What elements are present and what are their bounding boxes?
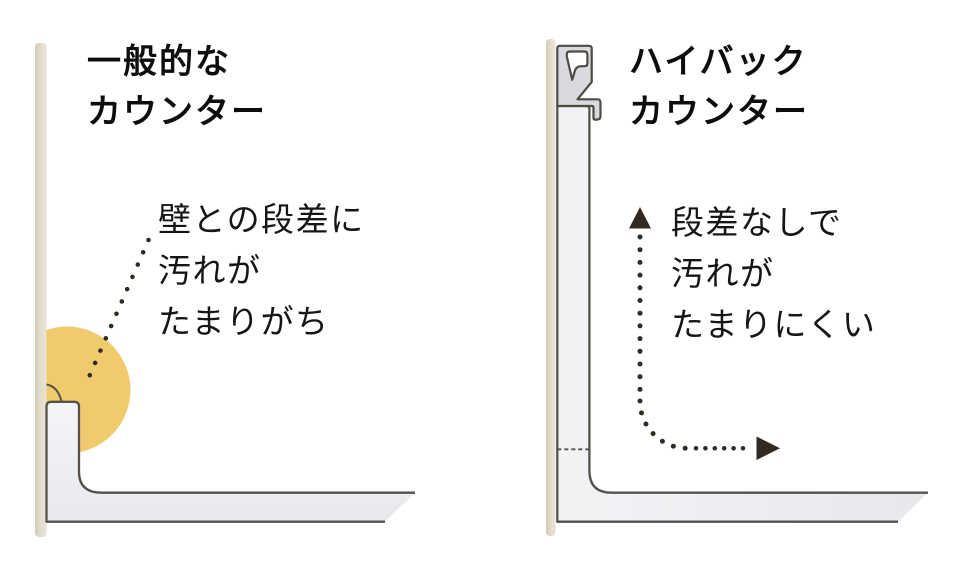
highback-top-rail-profile <box>556 44 602 121</box>
typical-counter-title: 一般的な カウンター <box>87 37 267 137</box>
highback-counter-figure <box>546 39 928 536</box>
title-line: カウンター <box>87 93 267 131</box>
typical-counter-figure <box>35 43 415 537</box>
note-line: 汚れが <box>671 255 775 292</box>
highback-counter-title: ハイバック カウンター <box>629 37 809 137</box>
note-line: 壁との段差に <box>158 201 365 238</box>
note-line: 汚れが <box>158 252 262 289</box>
note-line: たまりにくい <box>671 306 877 343</box>
title-line: カウンター <box>629 93 809 131</box>
curved-dotted-line <box>637 398 690 451</box>
typical-counter-outline <box>45 400 415 523</box>
right-wall <box>546 39 556 536</box>
title-line: 一般的な <box>87 43 231 81</box>
highback-counter-note: 段差なしで 汚れが たまりにくい <box>671 197 876 350</box>
right-arrowhead-icon <box>756 436 780 460</box>
typical-counter-note: 壁との段差に 汚れが たまりがち <box>158 194 365 347</box>
typical-counter-body <box>46 401 415 522</box>
left-wall <box>35 43 47 537</box>
note-line: たまりがち <box>158 303 330 340</box>
water-flow-arrow <box>629 207 780 460</box>
up-arrowhead-icon <box>629 207 651 229</box>
title-line: ハイバック <box>629 43 808 81</box>
note-line: 段差なしで <box>671 204 843 241</box>
wall-gap-seam-line <box>46 383 63 402</box>
dotted-pointer-line <box>86 237 151 380</box>
